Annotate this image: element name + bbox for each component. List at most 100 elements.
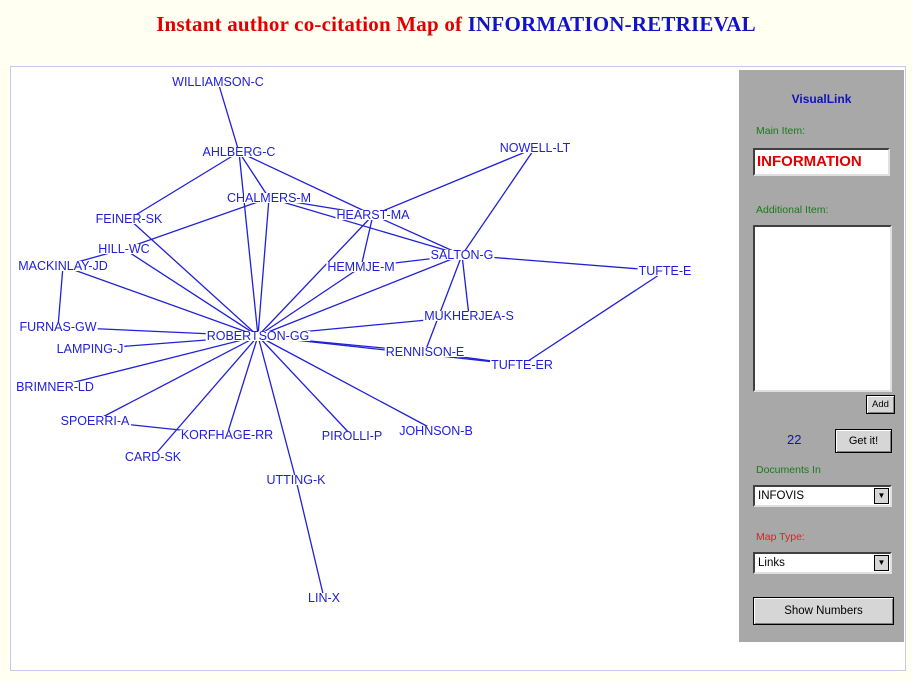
node-tufte-er[interactable]: TUFTE-ER xyxy=(491,358,553,372)
node-hill-wc[interactable]: HILL-WC xyxy=(98,242,149,256)
cocitation-map[interactable]: WILLIAMSON-C AHLBERG-C NOWELL-LT CHALMERS-M… xyxy=(11,67,739,670)
node-lin-x[interactable]: LIN-X xyxy=(308,591,341,605)
app-name: VisualLink xyxy=(791,92,852,106)
node-ahlberg-c[interactable]: AHLBERG-C xyxy=(203,145,276,159)
node-label-background xyxy=(171,77,265,87)
node-utting-k[interactable]: UTTING-K xyxy=(266,473,326,487)
node-spoerri-a[interactable]: SPOERRI-A xyxy=(61,414,130,428)
node-label-background xyxy=(201,147,277,157)
additional-item-list[interactable] xyxy=(753,225,892,392)
link-ahlberg-c-robertson-gg xyxy=(238,151,259,337)
node-label-background xyxy=(17,261,109,271)
title-prefix: Instant author co-citation Map of xyxy=(156,12,463,36)
node-label-background xyxy=(490,360,554,370)
node-furnas-gw[interactable]: FURNAS-GW xyxy=(19,320,96,334)
map-type-select[interactable]: Links ▼ xyxy=(753,552,892,574)
node-label-background xyxy=(498,143,572,153)
link-robertson-gg-spoerri-a xyxy=(94,335,259,422)
node-hemmje-m[interactable]: HEMMJE-M xyxy=(327,260,394,274)
main-item-input[interactable]: INFORMATION xyxy=(753,148,890,176)
link-brimner-ld-robertson-gg xyxy=(54,335,259,388)
link-chalmers-m-salton-g xyxy=(268,197,463,256)
link-tufte-e-tufte-er xyxy=(521,270,666,366)
node-label-background xyxy=(335,210,412,220)
link-mackinlay-jd-robertson-gg xyxy=(62,265,259,337)
node-label-background xyxy=(326,262,396,272)
link-ahlberg-c-chalmers-m xyxy=(238,151,270,199)
title-topic: INFORMATION-RETRIEVAL xyxy=(467,12,756,36)
node-label-background xyxy=(123,452,183,462)
link-robertson-gg-korfhage-rr xyxy=(226,335,259,436)
link-williamson-c-ahlberg-c xyxy=(217,81,240,153)
get-it-button[interactable]: Get it! xyxy=(835,429,892,453)
link-chalmers-m-robertson-gg xyxy=(257,197,270,337)
link-hearst-ma-nowell-lt xyxy=(372,147,536,216)
link-ahlberg-c-feiner-sk xyxy=(128,151,240,220)
node-rennison-e[interactable]: RENNISON-E xyxy=(386,345,464,359)
node-williamson-c[interactable]: WILLIAMSON-C xyxy=(172,75,264,89)
node-label-background xyxy=(429,250,495,260)
additional-item-label: Additional Item: xyxy=(756,204,829,216)
node-label-background xyxy=(97,244,151,254)
node-label-background xyxy=(265,475,328,485)
link-salton-g-mukherjea-s xyxy=(461,254,470,317)
dropdown-arrow-icon[interactable]: ▼ xyxy=(874,555,889,571)
documents-label: Documents In xyxy=(756,464,821,476)
labels-layer: WILLIAMSON-C AHLBERG-C NOWELL-LT CHALMERS-M… xyxy=(15,75,693,605)
node-hearst-ma[interactable]: HEARST-MA xyxy=(337,208,411,222)
node-label-background xyxy=(637,266,693,276)
node-pirolli-p[interactable]: PIROLLI-P xyxy=(322,429,382,443)
node-label-background xyxy=(94,214,164,224)
map-type-value: Links xyxy=(758,557,785,569)
node-korfhage-rr[interactable]: KORFHAGE-RR xyxy=(181,428,273,442)
node-robertson-gg[interactable]: ROBERTSON-GG xyxy=(207,329,310,343)
node-mackinlay-jd[interactable]: MACKINLAY-JD xyxy=(18,259,108,273)
link-hill-wc-robertson-gg xyxy=(123,248,259,337)
documents-select[interactable]: INFOVIS ▼ xyxy=(753,485,892,507)
add-button[interactable]: Add xyxy=(866,395,895,414)
link-robertson-gg-pirolli-p xyxy=(257,335,353,437)
node-mukherjea-s[interactable]: MUKHERJEA-S xyxy=(424,309,514,323)
link-robertson-gg-utting-k xyxy=(257,335,297,481)
documents-value: INFOVIS xyxy=(758,490,805,502)
page-title: Instant author co-citation Map of INFORM… xyxy=(0,12,912,37)
link-hearst-ma-hemmje-m xyxy=(360,214,374,268)
node-feiner-sk[interactable]: FEINER-SK xyxy=(96,212,163,226)
node-label-background xyxy=(18,322,98,332)
node-label-background xyxy=(398,426,474,436)
link-hearst-ma-salton-g xyxy=(372,214,463,256)
result-count: 22 xyxy=(787,432,802,447)
node-chalmers-m[interactable]: CHALMERS-M xyxy=(227,191,311,205)
link-robertson-gg-johnson-b xyxy=(257,335,437,432)
link-ahlberg-c-hearst-ma xyxy=(238,151,374,216)
node-tufte-e[interactable]: TUFTE-E xyxy=(639,264,692,278)
links-layer xyxy=(54,81,666,599)
link-robertson-gg-card-sk xyxy=(152,335,259,458)
link-hearst-ma-robertson-gg xyxy=(257,214,374,337)
node-label-background xyxy=(384,347,466,357)
node-label-background xyxy=(225,193,313,203)
link-nowell-lt-salton-g xyxy=(461,147,536,256)
node-label-background xyxy=(179,430,275,440)
dropdown-arrow-icon[interactable]: ▼ xyxy=(874,488,889,504)
show-numbers-button[interactable]: Show Numbers xyxy=(753,597,894,625)
link-mackinlay-jd-furnas-gw xyxy=(57,265,64,328)
node-johnson-b[interactable]: JOHNSON-B xyxy=(399,424,473,438)
node-nowell-lt[interactable]: NOWELL-LT xyxy=(500,141,571,155)
map-type-label: Map Type: xyxy=(756,531,805,543)
node-card-sk[interactable]: CARD-SK xyxy=(125,450,182,464)
link-utting-k-lin-x xyxy=(295,479,325,599)
node-label-background xyxy=(55,344,125,354)
control-panel: VisualLink Main Item: INFORMATION Additi… xyxy=(739,70,904,642)
node-label-background xyxy=(320,431,384,441)
node-label-background xyxy=(205,331,311,341)
link-hemmje-m-robertson-gg xyxy=(257,266,362,337)
main-item-label: Main Item: xyxy=(756,125,806,137)
link-salton-g-tufte-e xyxy=(461,254,666,272)
node-lamping-j[interactable]: LAMPING-J xyxy=(57,342,124,356)
node-label-background xyxy=(15,382,95,392)
node-salton-g[interactable]: SALTON-G xyxy=(431,248,494,262)
node-label-background xyxy=(59,416,132,426)
node-brimner-ld[interactable]: BRIMNER-LD xyxy=(16,380,94,394)
link-feiner-sk-robertson-gg xyxy=(128,218,259,337)
